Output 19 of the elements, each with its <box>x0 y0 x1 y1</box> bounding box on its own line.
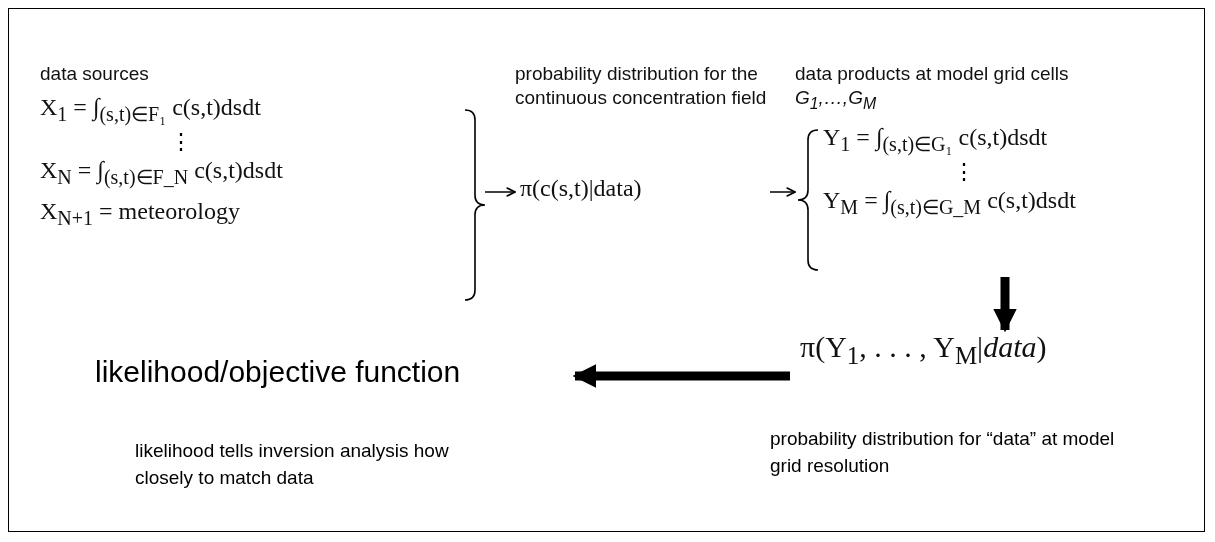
heading: probability distribution for the continuous concentration field <box>515 62 768 110</box>
description: probability distribution for “data” at model grid resolution <box>770 427 1116 478</box>
formula: π(c(s,t)|data) <box>520 175 642 202</box>
heading: data sources <box>40 62 150 86</box>
equation: Y$_{1}$ = ∫$_{(s,t)∈G₁}$ c(s,t)dsdt <box>823 122 1048 158</box>
equation: X$_{N+1}$ = meteorology <box>40 196 240 231</box>
equation: X$_{N}$ = ∫$_{(s,t)∈F_N}$ c(s,t)dsdt <box>40 155 283 191</box>
arrow <box>769 187 796 197</box>
vertical-ellipsis: ⋮ <box>169 130 192 153</box>
equation: Y$_{M}$ = ∫$_{(s,t)∈G_M}$ c(s,t)dsdt <box>823 185 1076 221</box>
heading: likelihood/objective function <box>95 355 462 389</box>
arrow <box>572 364 790 388</box>
vertical-ellipsis: ⋮ <box>952 160 975 183</box>
heading: data products at model grid cells G$_{1}$,…,G$_{M}$ <box>795 62 1070 114</box>
arrow <box>484 187 516 197</box>
description: likelihood tells inversion analysis how closely to match data <box>135 439 450 490</box>
formula: π(Y$_{1}$, . . . , Y$_{M}$|data) <box>800 330 1048 370</box>
arrow <box>993 277 1017 333</box>
equation: X$_{1}$ = ∫$_{(s,t)∈F₁}$ c(s,t)dsdt <box>40 93 261 128</box>
